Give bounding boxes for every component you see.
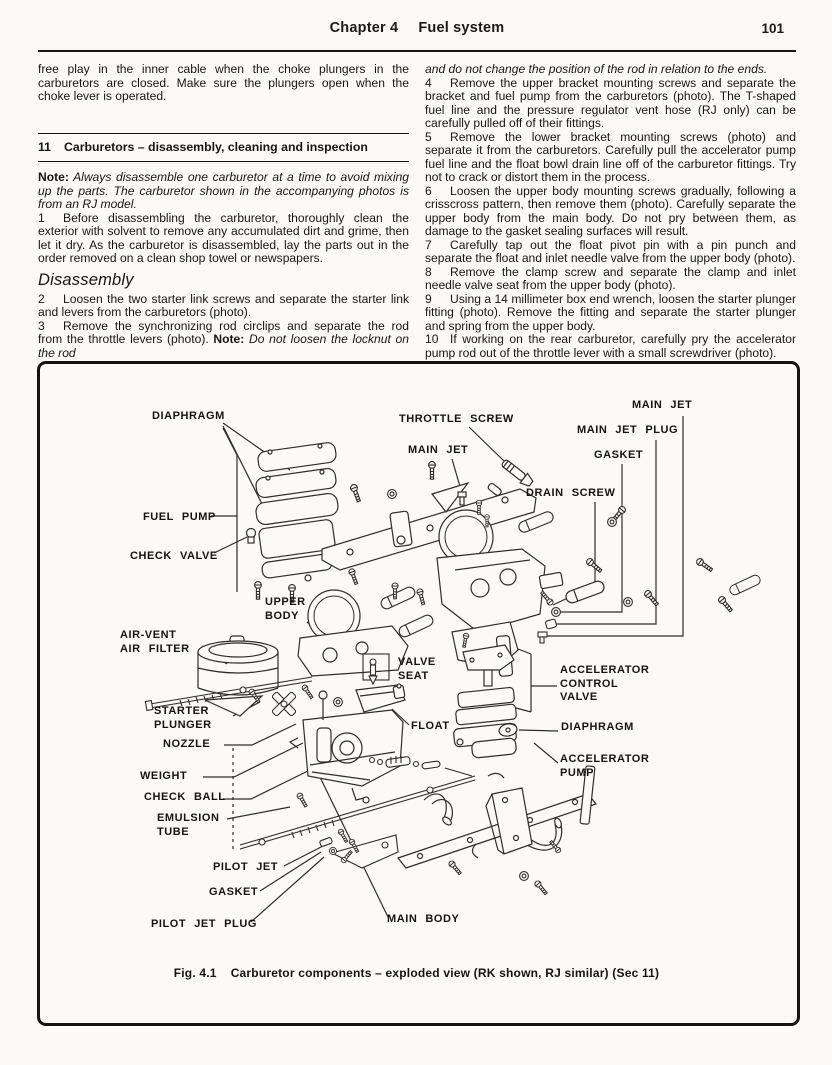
paragraph-intro: free play in the inner cable when the ch… bbox=[38, 62, 409, 103]
figure-label-fuel-pump: FUEL PUMP bbox=[143, 511, 216, 523]
figure-label-pilot-jet-plug: PILOT JET PLUG bbox=[151, 918, 257, 930]
figure-label-gasket: GASKET bbox=[594, 449, 644, 461]
figure-label-main-body: MAIN BODY bbox=[387, 913, 460, 925]
figure-label-diaphragm: DIAPHRAGM bbox=[561, 721, 634, 733]
figure-label-starter-plunger: STARTER PLUNGER bbox=[154, 705, 212, 731]
figure-label-weight: WEIGHT bbox=[140, 770, 188, 782]
chapter-heading: Chapter 4 Fuel system bbox=[38, 20, 796, 36]
left-column: free play in the inner cable when the ch… bbox=[38, 62, 409, 360]
chapter-title: Fuel system bbox=[418, 20, 505, 36]
text-columns: free play in the inner cable when the ch… bbox=[38, 62, 796, 360]
figure-label-valve-seat: VALVE SEAT bbox=[398, 656, 436, 682]
figure-label-drain-screw: DRAIN SCREW bbox=[526, 487, 616, 499]
figure-caption-text: Carburetor components – exploded view (R… bbox=[230, 966, 660, 980]
figure-frame bbox=[37, 361, 800, 1026]
figure-label-check-ball: CHECK BALL bbox=[144, 791, 226, 803]
figure-label-main-jet-plug: MAIN JET PLUG bbox=[577, 424, 679, 436]
note-label: Note: bbox=[38, 170, 69, 184]
subheading-disassembly: Disassembly bbox=[38, 270, 134, 289]
figure-label-upper-body: UPPER BODY bbox=[265, 596, 306, 622]
figure-label-main-jet: MAIN JET bbox=[632, 399, 693, 411]
note-continuation: and do not change the position of the ro… bbox=[425, 62, 768, 76]
figure-label-gasket: GASKET bbox=[209, 886, 259, 898]
figure-label-air-vent-air-filter: AIR-VENT AIR FILTER bbox=[120, 629, 190, 655]
note-label: Note: bbox=[213, 332, 245, 346]
figure-label-accelerator-control-valve: ACCELERATOR CONTROL VALVE bbox=[560, 664, 650, 703]
section-heading: 11 Carburetors – disassembly, cleaning an… bbox=[38, 132, 409, 162]
figure-label-float: FLOAT bbox=[411, 720, 450, 732]
figure-label-throttle-screw: THROTTLE SCREW bbox=[399, 413, 514, 425]
section-title: Carburetors – disassembly, cleaning and … bbox=[64, 139, 368, 154]
figure-label-nozzle: NOZZLE bbox=[163, 738, 211, 750]
note-paragraph: Note: Always disassemble one carburetor … bbox=[38, 170, 409, 212]
note-text: Always disassemble one carburetor at a t… bbox=[38, 170, 409, 211]
figure-label-accelerator-pump: ACCELERATOR PUMP bbox=[560, 753, 650, 779]
figure-caption: Fig. 4.1 Carburetor components – exploded… bbox=[38, 966, 795, 980]
right-column: and do not change the position of the ro… bbox=[425, 62, 796, 360]
page-number: 101 bbox=[761, 21, 784, 36]
chapter-number: Chapter 4 bbox=[329, 20, 399, 36]
figure-label-emulsion-tube: EMULSION TUBE bbox=[157, 812, 220, 838]
section-number: 11 bbox=[38, 139, 51, 154]
figure-label-check-valve: CHECK VALVE bbox=[130, 550, 218, 562]
figure-label-diaphragm: DIAPHRAGM bbox=[152, 410, 225, 422]
page-header: Chapter 4 Fuel system 101 bbox=[38, 20, 796, 40]
figure-label-main-jet: MAIN JET bbox=[408, 444, 469, 456]
figure-caption-number: Fig. 4.1 bbox=[173, 966, 217, 980]
figure-label-pilot-jet: PILOT JET bbox=[213, 861, 279, 873]
header-rule bbox=[38, 50, 796, 53]
